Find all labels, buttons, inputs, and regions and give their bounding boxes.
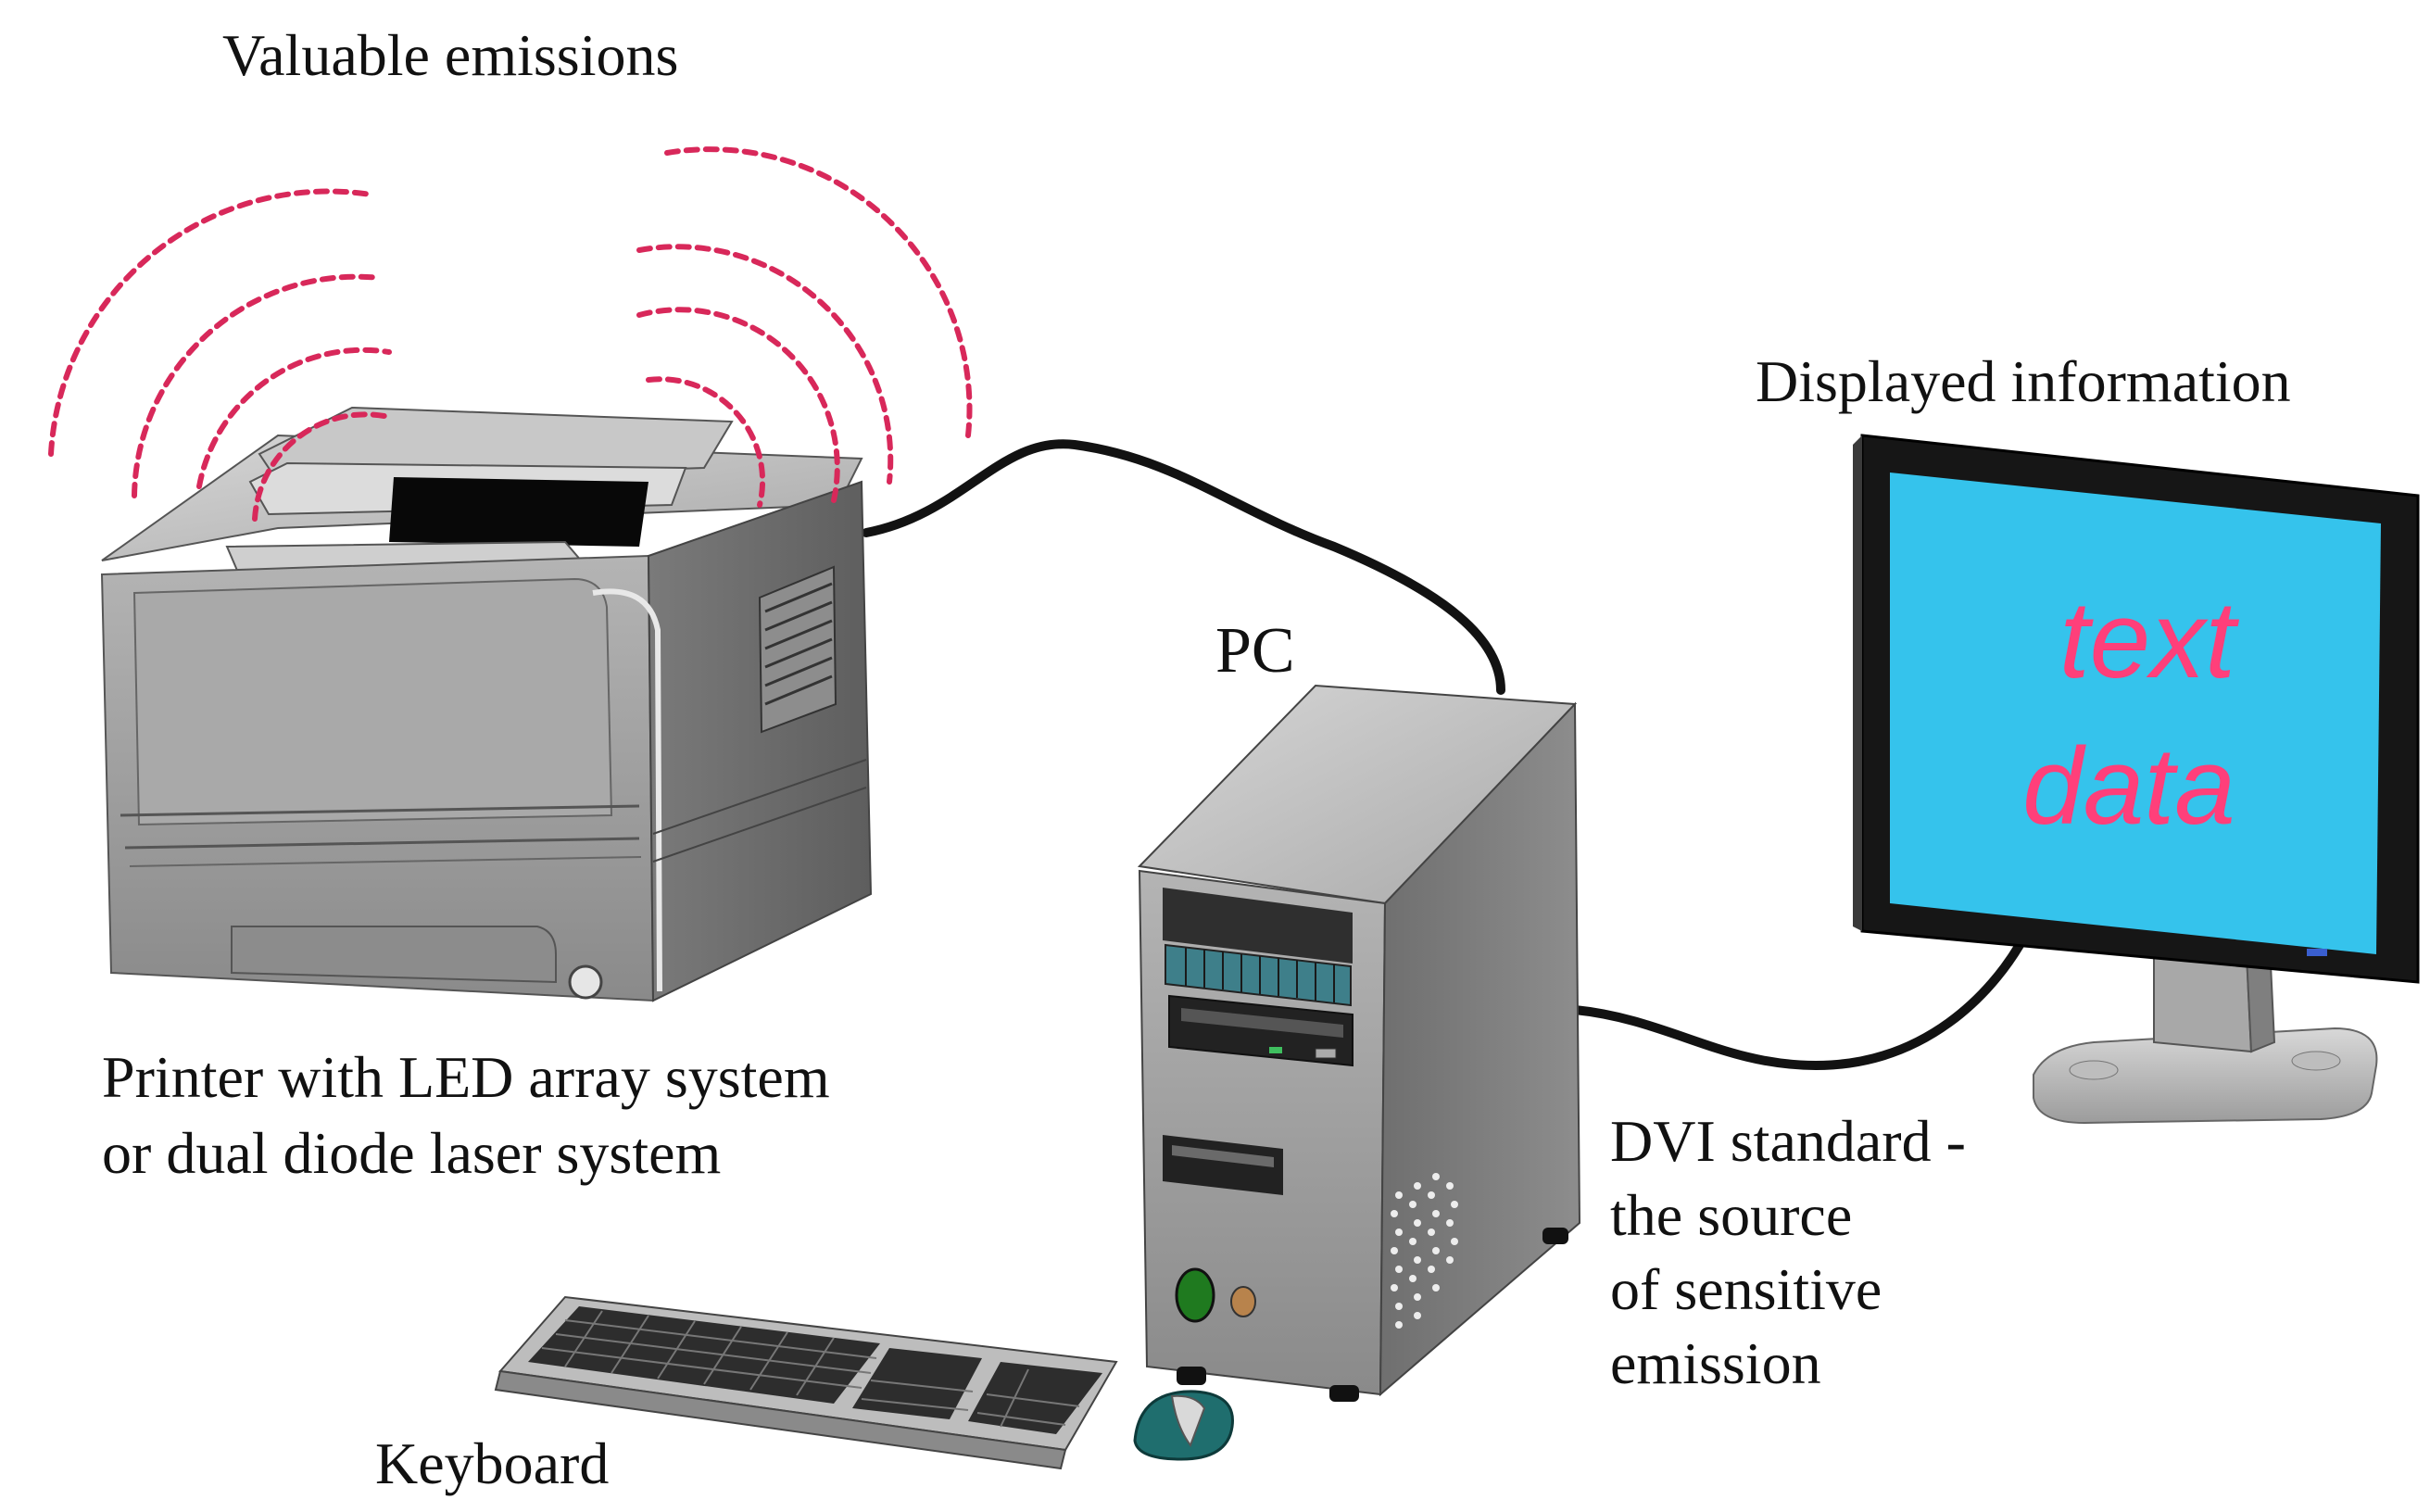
printer-pc-cable: [862, 439, 1505, 695]
printer-label-line2: or dual diode laser system: [102, 1120, 722, 1186]
mouse: [1133, 1390, 1234, 1461]
keyboard-label: Keyboard: [375, 1430, 610, 1496]
printer-label-line1: Printer with LED array system: [102, 1044, 830, 1110]
printer: [100, 406, 873, 1002]
dvi-label-line3: of sensitive: [1610, 1256, 1882, 1322]
pc-vent: [1391, 1173, 1458, 1329]
dvi-label-line1: DVI standard -: [1610, 1108, 1966, 1174]
displayed-information-label: Displayed information: [1756, 348, 2291, 414]
emission-waves-left: [48, 188, 392, 522]
dvi-label: DVI standard - the source of sensitive e…: [1610, 1104, 2129, 1401]
pc-label: PC: [1215, 615, 1295, 687]
screen-text-line2: data: [2022, 725, 2235, 848]
dvi-label-line2: the source: [1610, 1182, 1853, 1248]
printer-label: Printer with LED array system or dual di…: [102, 1040, 1010, 1191]
pc-tower: [1137, 684, 1581, 1402]
printer-vent: [758, 565, 837, 734]
keyboard: [494, 1295, 1118, 1470]
valuable-emissions-label: Valuable emissions: [222, 22, 679, 88]
dvi-cable: [1570, 940, 2024, 1071]
emission-waves-right: [636, 146, 973, 508]
monitor: [1853, 434, 2420, 1125]
screen-text-line1: text: [2059, 579, 2236, 701]
dvi-label-line4: emission: [1610, 1330, 1821, 1396]
